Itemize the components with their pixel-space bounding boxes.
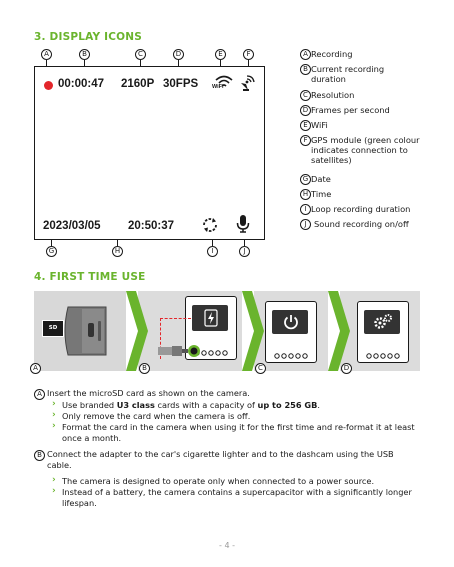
step-marker-c: C: [255, 363, 266, 374]
legend-label: Date: [311, 174, 331, 184]
marker-e-tick: [220, 60, 221, 66]
instruction-key-b: B: [34, 450, 45, 461]
marker-f: F: [243, 49, 254, 60]
marker-j: J: [239, 246, 250, 257]
clock-text: 20:50:37: [128, 220, 175, 232]
bullet-chevron-icon: ›: [52, 421, 56, 431]
marker-b-tick: [84, 60, 85, 66]
instruction-a-text: Insert the microSD card as shown on the …: [47, 388, 250, 398]
marker-h-tick: [117, 240, 118, 246]
instruction-a-bullet-3: Format the card in the camera when using…: [62, 422, 415, 443]
legend-key: J: [300, 219, 311, 230]
gears-icon: [372, 313, 394, 331]
instruction-key-a: A: [34, 389, 45, 400]
marker-h: H: [112, 246, 123, 257]
bullet-chevron-icon: ›: [52, 475, 56, 485]
charging-icon: [204, 308, 218, 328]
usb-cable-icon: [158, 342, 200, 360]
marker-j-tick: [244, 240, 245, 246]
step-marker-d: D: [341, 363, 352, 374]
legend-label: Recording: [311, 49, 353, 59]
wifi-label: WiFi: [212, 84, 224, 90]
legend-key: A: [300, 49, 311, 60]
marker-b: B: [79, 49, 90, 60]
legend-label: GPS module (green colour indicates conne…: [311, 135, 420, 165]
sd-card-icon: SD: [42, 320, 64, 337]
marker-e: E: [215, 49, 226, 60]
marker-a: A: [41, 49, 52, 60]
section-title-first-time-use: 4. FIRST TIME USE: [34, 271, 146, 283]
bullet-chevron-icon: ›: [52, 486, 56, 496]
legend-label: Sound recording on/off: [314, 219, 409, 229]
page-number: - 4 -: [219, 541, 235, 550]
legend-key: I: [300, 204, 311, 215]
section-title-display-icons: 3. DISPLAY ICONS: [34, 31, 142, 43]
legend-key: B: [300, 64, 311, 75]
legend-label: Frames per second: [311, 105, 390, 115]
instruction-b-text: Connect the adapter to the car's cigaret…: [47, 449, 394, 470]
bullet-chevron-icon: ›: [52, 410, 56, 420]
date-text: 2023/03/05: [43, 220, 101, 232]
display-screen: 00:00:47 2160P 30FPS WiFi 2023/03/05 20:…: [34, 66, 265, 240]
legend-label: Current recording duration: [311, 64, 385, 84]
legend-key: C: [300, 90, 311, 101]
instruction-b-bullet-2: Instead of a battery, the camera contain…: [62, 487, 412, 508]
legend-label: Time: [311, 189, 332, 199]
camera-side-illustration: [48, 303, 110, 359]
camera-buttons-c: [274, 344, 308, 359]
loop-recording-icon: [200, 215, 220, 235]
microphone-icon: [235, 214, 251, 234]
legend-key: G: [300, 174, 311, 185]
legend-label: Resolution: [311, 90, 355, 100]
marker-g-tick: [51, 240, 52, 246]
marker-d: D: [173, 49, 184, 60]
resolution-text: 2160P: [121, 78, 155, 90]
marker-g: G: [46, 246, 57, 257]
instruction-a-bullet-1: Use branded U3 class cards with a capaci…: [62, 400, 320, 410]
fps-text: 30FPS: [163, 78, 199, 90]
marker-i-tick: [212, 240, 213, 246]
instruction-b-bullet-1: The camera is designed to operate only w…: [62, 476, 375, 486]
gps-satellite-icon: [237, 73, 257, 93]
cable-path: [160, 318, 191, 359]
bullet-chevron-icon: ›: [52, 399, 56, 409]
record-dot-icon: [44, 81, 53, 90]
legend-key: E: [300, 120, 311, 131]
legend-label: Loop recording duration: [311, 204, 411, 214]
marker-d-tick: [178, 60, 179, 66]
legend-label: WiFi: [311, 120, 328, 130]
marker-a-tick: [46, 60, 47, 66]
marker-c-tick: [140, 60, 141, 66]
legend-key: H: [300, 189, 311, 200]
marker-i: I: [207, 246, 218, 257]
camera-screen-d: [364, 310, 400, 334]
power-icon: [282, 313, 300, 331]
recording-duration: 00:00:47: [58, 78, 105, 90]
camera-buttons-d: [366, 344, 400, 359]
wifi-icon: [213, 73, 235, 93]
camera-screen-c: [272, 310, 308, 334]
instruction-a-bullet-2: Only remove the card when the camera is …: [62, 411, 251, 421]
marker-c: C: [135, 49, 146, 60]
camera-front-c: [265, 301, 317, 363]
legend-key: F: [300, 135, 311, 146]
step-marker-a: A: [30, 363, 41, 374]
marker-f-tick: [248, 60, 249, 66]
camera-front-d: [357, 301, 409, 363]
legend-key: D: [300, 105, 311, 116]
step-marker-b: B: [139, 363, 150, 374]
